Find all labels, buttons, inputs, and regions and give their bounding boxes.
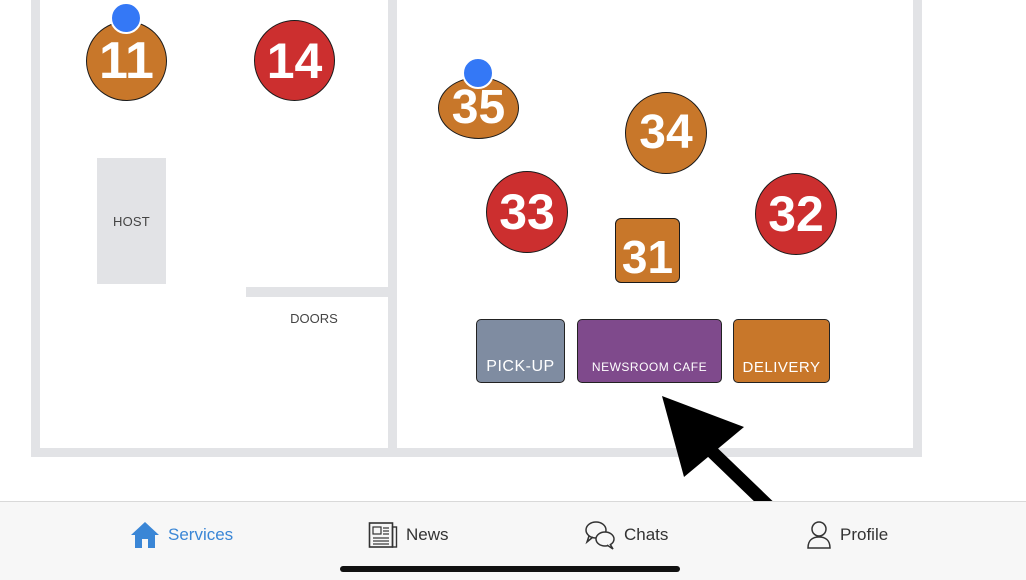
tab-services[interactable]: Services	[130, 517, 233, 553]
table-number: 14	[266, 32, 323, 89]
table-14[interactable]: 14	[254, 20, 335, 101]
tab-label: Chats	[624, 525, 669, 544]
cafe-label: NEWSROOM CAFE	[591, 360, 708, 374]
home-indicator	[340, 566, 680, 572]
pickup-counter[interactable]: PICK-UP	[476, 319, 565, 383]
pickup-label: PICK-UP	[486, 358, 555, 375]
table-number: 31	[621, 230, 674, 283]
host-label: HOST	[113, 213, 150, 229]
doors-wall	[246, 287, 388, 297]
table-32[interactable]: 32	[755, 173, 837, 255]
newsroom-cafe-counter[interactable]: NEWSROOM CAFE	[577, 319, 722, 383]
occupied-dot-table-35	[462, 57, 494, 89]
host-stand: HOST	[97, 158, 166, 284]
table-number: 34	[639, 106, 693, 159]
wall-right-outer	[913, 0, 922, 456]
delivery-label: DELIVERY	[742, 359, 821, 376]
delivery-counter[interactable]: DELIVERY	[733, 319, 830, 383]
tab-news[interactable]: News	[368, 517, 449, 553]
person-icon	[806, 520, 832, 550]
newspaper-icon	[368, 521, 398, 549]
tab-chats[interactable]: Chats	[584, 517, 668, 553]
table-number: 33	[499, 184, 555, 240]
wall-middle-divider	[388, 0, 397, 456]
table-34[interactable]: 34	[625, 92, 707, 174]
chat-bubbles-icon	[584, 519, 616, 551]
table-number: 35	[451, 81, 506, 134]
home-icon	[130, 521, 160, 549]
table-number: 11	[99, 32, 154, 90]
occupied-dot-table-11	[110, 2, 142, 34]
table-33[interactable]: 33	[486, 171, 568, 253]
table-number: 32	[768, 186, 824, 242]
doors-label: DOORS	[290, 311, 338, 326]
tab-label: Services	[168, 525, 234, 544]
tab-label: Profile	[840, 525, 889, 544]
tab-label: News	[406, 525, 449, 544]
wall-left-outer	[31, 0, 40, 456]
table-31[interactable]: 31	[615, 218, 680, 283]
wall-bottom	[31, 448, 922, 457]
tab-profile[interactable]: Profile	[806, 517, 888, 553]
